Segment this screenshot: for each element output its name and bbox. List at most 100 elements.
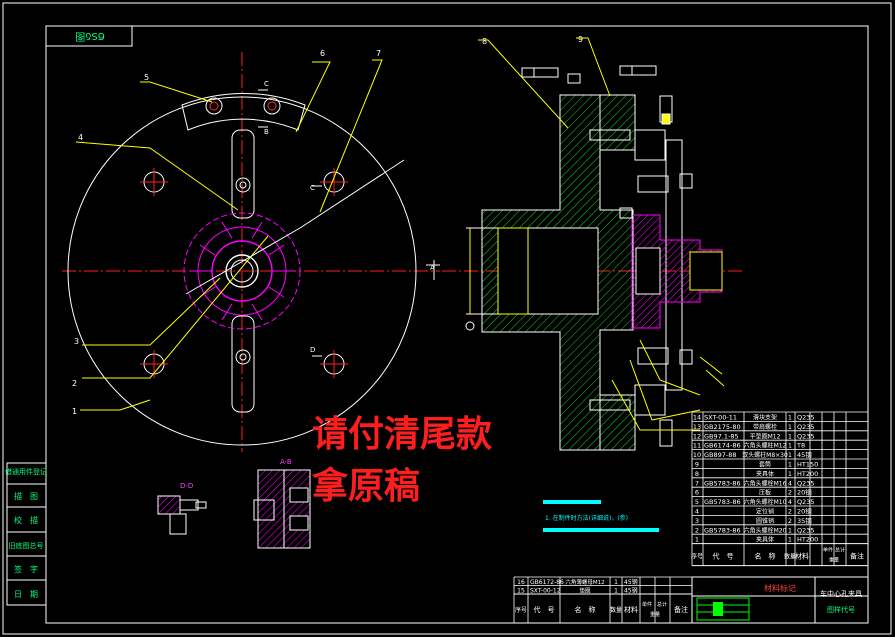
bom-row-name: 夹具体 (756, 470, 774, 478)
drawing-no-label: 图样代号 (827, 605, 855, 614)
balloons: 5 6 7 4 3 2 1 8 9 (72, 35, 583, 416)
bom-row-material: Q235 (797, 432, 815, 440)
bom-row-code: SXT-00-11 (704, 414, 737, 422)
detail-ab: A-B (253, 458, 311, 549)
bom-row-no: 10 (693, 451, 701, 459)
bom-row-no: 6 (695, 489, 699, 497)
bom-row-no: 9 (695, 461, 699, 469)
bom-row-no: 4 (695, 508, 699, 516)
left-strip: 借通用件登记 描 图 校 描 旧底图总号 签 字 日 期 (5, 462, 47, 606)
bom-row-no: 7 (695, 479, 699, 487)
material-mark: 材料标记 (764, 583, 796, 593)
bom-row-name: 六角头螺栓M10 (744, 498, 787, 506)
inner-frame (45, 25, 869, 624)
balloon-3: 3 (74, 337, 79, 346)
bom-row-name: 六角头螺柱M12 (744, 442, 787, 450)
strip-row-3: 旧底图总号 (9, 541, 44, 550)
balloon-2: 2 (72, 379, 77, 388)
bom-row-no: 11 (693, 442, 701, 450)
bom-low-name: 六角薄螺母M12 (565, 578, 604, 586)
label-d-mid: D (310, 346, 315, 354)
bom-row-material: HT200 (797, 470, 818, 478)
balloon-4: 4 (78, 133, 83, 142)
bom-row-material: T8 (796, 442, 805, 450)
bom-row-name: 定位销 (756, 508, 774, 516)
bom-row-material: 20钢 (797, 508, 812, 516)
label-c-mid: C (310, 184, 315, 192)
bom-low-code: SXT-00-12 (530, 588, 561, 595)
bom-head-remark: 备注 (850, 552, 864, 561)
part-name: 车中心孔夹具 (820, 589, 862, 598)
bom-row-name: 六角头螺栓M16 (744, 479, 787, 487)
bom-row-qty: 1 (788, 442, 792, 450)
balloon-5: 5 (144, 73, 149, 82)
bom-low-head-total: 总计 (657, 601, 667, 608)
label-dd: D-D (180, 482, 193, 490)
bom-row-name: 圆锥销 (756, 517, 774, 525)
bom-row-name: 带肩螺栓 (753, 423, 777, 431)
label-b-top: B (264, 128, 269, 136)
watermark-line1: 请付清尾款 (312, 414, 492, 455)
balloon-8: 8 (482, 37, 487, 46)
bom-row-material: HT200 (797, 536, 818, 544)
detail-dd: D-D (157, 482, 207, 535)
bom-row-name: 平垫圈M12 (750, 432, 781, 440)
strip-row-5: 日 期 (14, 590, 38, 599)
bom-row-qty: 2 (788, 489, 792, 497)
bom-row-material: 45钢 (797, 451, 812, 459)
bom-low-head-material: 材料 (624, 605, 638, 614)
bom-row-qty: 2 (788, 508, 792, 516)
bom-row-qty: 2 (788, 517, 792, 525)
bom-row-material: 20钢 (797, 489, 812, 497)
title-stamp: ϬЅδ图 (45, 25, 133, 47)
bom-row-no: 1 (695, 536, 699, 544)
bom-row-material: Q235 (797, 423, 815, 431)
balloon-1: 1 (72, 407, 77, 416)
bom-row-code: GB5783-86 (704, 526, 741, 534)
bom-head-material: 材料 (795, 552, 809, 561)
bom-row-qty: 4 (788, 479, 792, 487)
bom-head-code: 代 号 (713, 552, 734, 561)
bom-low-qty: 1 (614, 579, 618, 586)
bom-row-code: GB97.1-85 (704, 432, 739, 440)
bom-head-weight: 重量 (829, 557, 839, 564)
balloon-6: 6 (320, 49, 325, 58)
bom-row-qty: 1 (788, 451, 792, 459)
bom-head-single: 单件 (823, 547, 833, 554)
bom-row-material: Q235 (797, 414, 815, 422)
bom-row-qty: 4 (788, 498, 792, 506)
bom-row-qty: 1 (788, 526, 792, 534)
bom-low-head-remark: 备注 (674, 605, 688, 614)
bom-head-total: 总计 (835, 547, 845, 554)
technical-note: 1. 在制件时方法(详细说)，(参) (543, 500, 659, 532)
bom-low-head-qty: 数量 (610, 606, 622, 614)
bom-row-qty: 1 (788, 470, 792, 478)
strip-row-4: 签 字 (14, 564, 38, 574)
bom-row-no: 3 (695, 517, 699, 525)
bom-low-no: 15 (517, 588, 525, 595)
bom-row-material: HT150 (797, 461, 818, 469)
bom-row-name: 双头螺柱M8×30 (742, 451, 788, 459)
label-a-right: A (430, 264, 435, 272)
bom-row-no: 2 (695, 526, 699, 534)
bom-low-material: 45钢 (624, 587, 638, 595)
bom-row-material: Q235 (797, 526, 815, 534)
bom-row-qty: 1 (788, 432, 792, 440)
bom-row-no: 13 (693, 423, 701, 431)
bom-row-material: Q235 (797, 498, 815, 506)
bom-row-no: 14 (693, 414, 701, 422)
bom-row-qty: 1 (788, 536, 792, 544)
bom-row-name: 夹具体 (756, 536, 774, 544)
bom-low-name: 垫圈 (579, 587, 591, 595)
bom-low-code: GB6172-86 (530, 579, 564, 586)
bom-low-no: 16 (517, 579, 525, 586)
section-view (442, 37, 745, 451)
strip-row-0: 借通用件登记 (5, 467, 47, 476)
bom-low-head-name: 名 称 (575, 605, 596, 614)
label-ab: A-B (280, 458, 292, 466)
title-block: 材料标记 车中心孔夹具 图样代号 (691, 576, 869, 624)
